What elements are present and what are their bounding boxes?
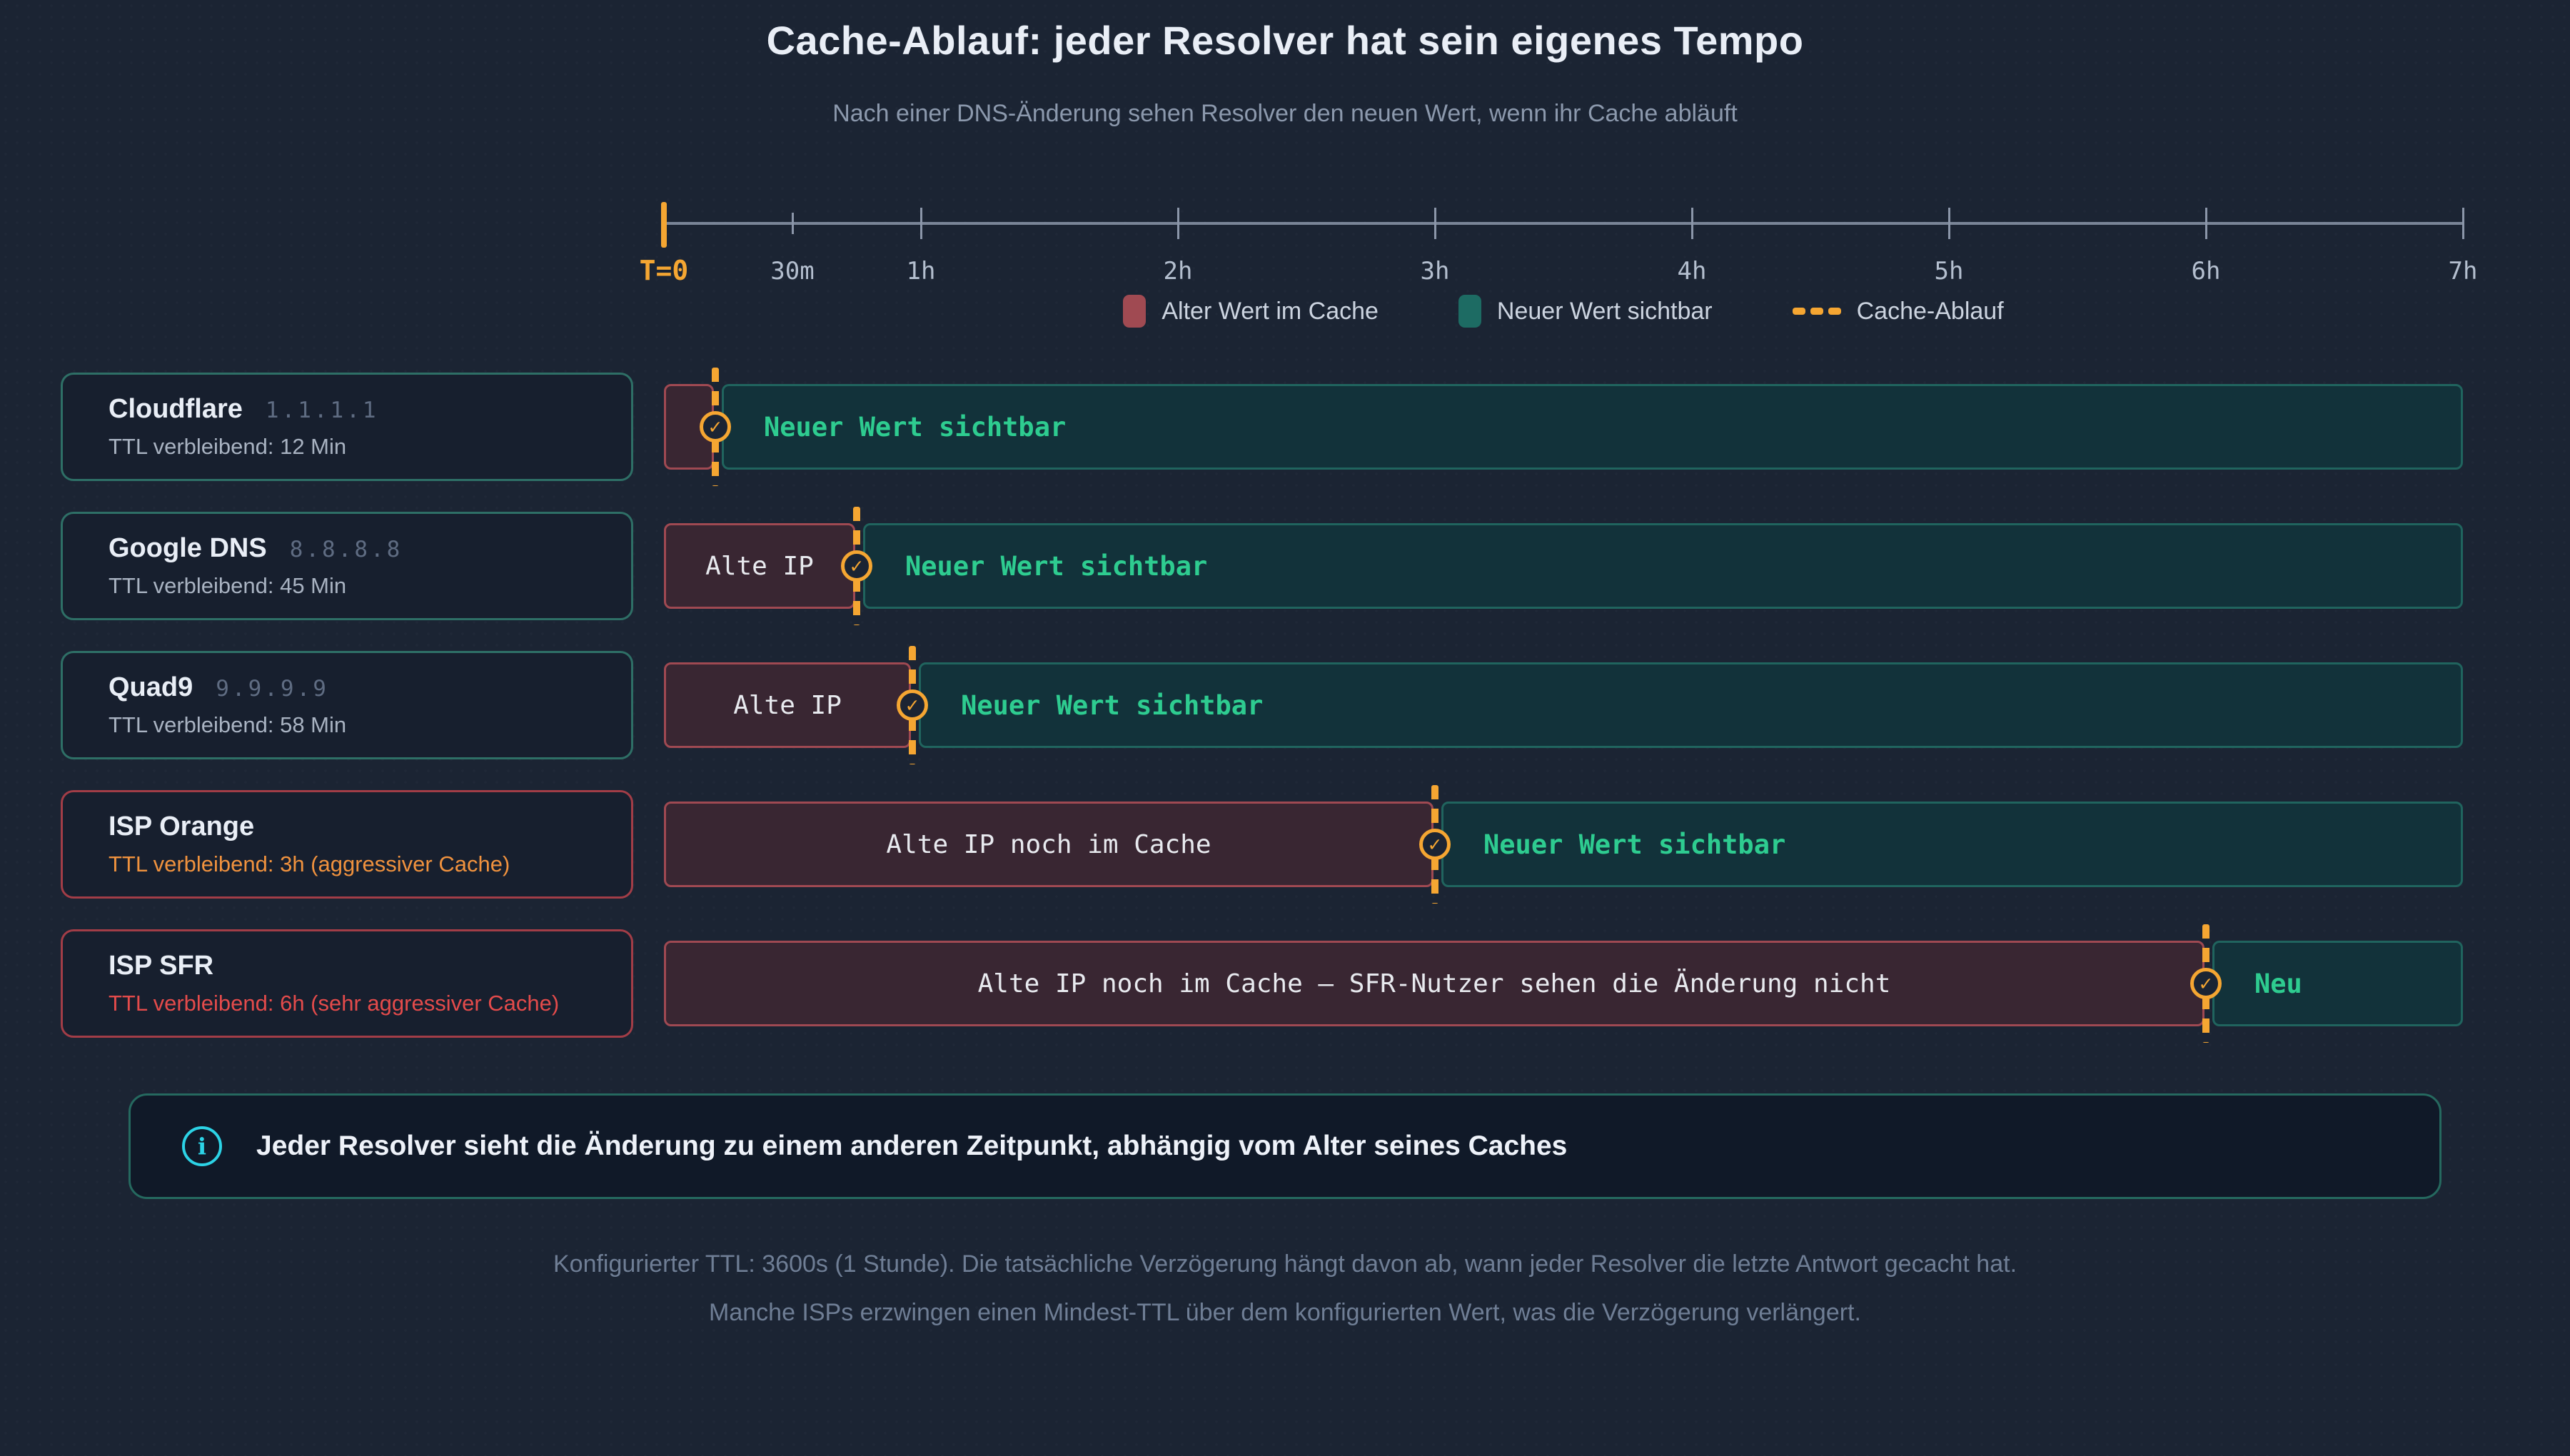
resolver-ttl: TTL verbleibend: 45 Min (109, 573, 347, 598)
axis-tick-T=0 (661, 202, 667, 248)
dash (1792, 308, 1805, 315)
new-value-bar: Neuer Wert sichtbar (919, 662, 2463, 748)
new-value-bar: Neuer Wert sichtbar (863, 523, 2463, 609)
resolver-ttl: TTL verbleibend: 3h (aggressiver Cache) (109, 851, 510, 876)
expiry-check-icon: ✓ (1419, 829, 1451, 860)
legend-label: Alter Wert im Cache (1161, 297, 1379, 325)
resolver-card-header: ISP SFR (109, 951, 631, 981)
axis-tick-1h (919, 208, 922, 239)
footer-note-2: Manche ISPs erzwingen einen Mindest-TTL … (709, 1299, 1861, 1326)
axis-tick-5h (1947, 208, 1950, 239)
resolver-name: Cloudflare (109, 394, 243, 424)
resolver-card-header: Quad9 9.9.9.9 (109, 672, 631, 703)
info-box: i Jeder Resolver sieht die Änderung zu e… (128, 1093, 2442, 1199)
new-value-bar: Neuer Wert sichtbar (1441, 802, 2463, 887)
info-icon: i (182, 1126, 222, 1166)
dash (1810, 308, 1823, 315)
axis-label-2h: 2h (1163, 257, 1193, 285)
axis-label-7h: 7h (2448, 257, 2478, 285)
new-value-bar: Neu (2212, 941, 2463, 1026)
resolver-ip: 1.1.1.1 (265, 398, 379, 423)
resolver-name: ISP Orange (109, 812, 255, 841)
chart-subtitle: Nach einer DNS-Änderung sehen Resolver d… (832, 100, 1738, 127)
chart-title: Cache-Ablauf: jeder Resolver hat sein ei… (766, 18, 1804, 63)
resolver-ip: 9.9.9.9 (216, 676, 329, 702)
teal-square-icon (1458, 295, 1481, 328)
axis-label-1h: 1h (906, 257, 936, 285)
axis-tick-4h (1690, 208, 1693, 239)
legend-item-teal-square: Neuer Wert sichtbar (1458, 295, 1713, 328)
axis-label-T=0: T=0 (639, 255, 689, 286)
legend: Alter Wert im Cache Neuer Wert sichtbar Ca… (664, 291, 2463, 331)
dash (1828, 308, 1841, 315)
expiry-check-icon: ✓ (841, 550, 872, 582)
resolver-card-header: ISP Orange (109, 812, 631, 842)
resolver-name: ISP SFR (109, 951, 214, 981)
resolver-card-isp-sfr: ISP SFR TTL verbleibend: 6h (sehr aggress… (61, 929, 633, 1038)
axis-label-30m: 30m (770, 257, 815, 285)
expiry-check-icon: ✓ (700, 411, 731, 443)
old-value-bar: Alte IP noch im Cache (664, 802, 1433, 887)
info-text: Jeder Resolver sieht die Änderung zu ein… (256, 1131, 1568, 1161)
resolver-name: Google DNS (109, 533, 267, 563)
resolver-ttl: TTL verbleibend: 6h (sehr aggressiver Ca… (109, 991, 560, 1016)
axis-tick-30m (791, 213, 794, 234)
old-value-bar: Alte IP (664, 523, 855, 609)
axis-tick-2h (1176, 208, 1179, 239)
axis-label-4h: 4h (1677, 257, 1707, 285)
resolver-name: Quad9 (109, 672, 193, 702)
red-square-icon (1123, 295, 1147, 328)
old-value-bar: Alte IP (664, 662, 912, 748)
legend-label: Neuer Wert sichtbar (1496, 297, 1713, 325)
resolver-card-header: Google DNS 8.8.8.8 (109, 533, 631, 564)
axis-tick-7h (2461, 208, 2464, 239)
resolver-ttl: TTL verbleibend: 12 Min (109, 434, 347, 459)
axis-label-6h: 6h (2191, 257, 2221, 285)
axis-label-5h: 5h (1934, 257, 1964, 285)
legend-item-orange-dashes: Cache-Ablauf (1792, 297, 2004, 325)
resolver-ip: 8.8.8.8 (289, 537, 403, 562)
expiry-check-icon: ✓ (897, 689, 929, 721)
cache-expiry-dashes-icon (1792, 308, 1841, 315)
new-value-bar: Neuer Wert sichtbar (722, 384, 2463, 470)
legend-label: Cache-Ablauf (1856, 297, 2004, 325)
axis-label-3h: 3h (1420, 257, 1450, 285)
old-value-bar: Alte IP noch im Cache — SFR-Nutzer sehen… (664, 941, 2204, 1026)
expiry-check-icon: ✓ (2190, 968, 2222, 999)
resolver-ttl: TTL verbleibend: 58 Min (109, 712, 347, 737)
time-axis-line (664, 222, 2464, 225)
axis-tick-6h (2204, 208, 2207, 239)
resolver-card-header: Cloudflare 1.1.1.1 (109, 394, 631, 425)
legend-item-red-square: Alter Wert im Cache (1123, 295, 1379, 328)
axis-tick-3h (1433, 208, 1436, 239)
footer-note-1: Konfigurierter TTL: 3600s (1 Stunde). Di… (553, 1250, 2017, 1278)
